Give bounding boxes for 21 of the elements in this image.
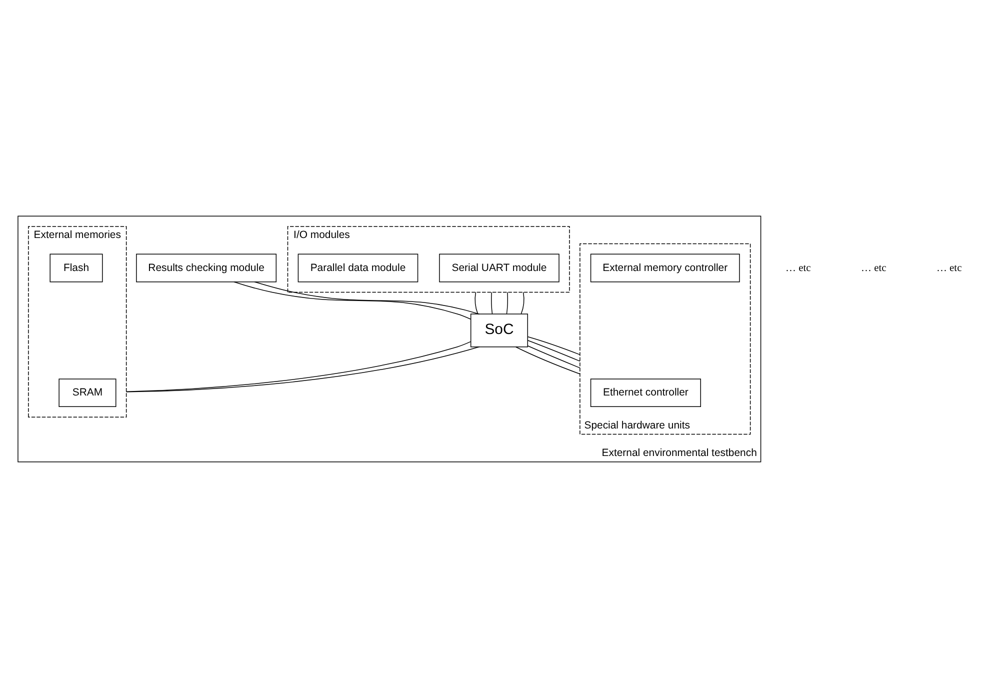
node-box: Ethernet controller xyxy=(590,378,700,406)
connector xyxy=(506,291,508,314)
connector xyxy=(233,281,470,319)
connector xyxy=(526,340,580,362)
node-box: SRAM xyxy=(58,378,116,406)
connector xyxy=(520,291,524,314)
connector xyxy=(474,291,478,314)
node-box: Parallel data module xyxy=(297,253,418,282)
node-box: Flash xyxy=(49,253,102,282)
node-box: External memory controller xyxy=(590,253,740,282)
label: … etc xyxy=(936,262,962,274)
node-box: SoC xyxy=(470,313,528,347)
connector xyxy=(526,345,580,368)
label: … etc xyxy=(785,262,810,274)
connector xyxy=(526,336,580,355)
connector xyxy=(490,291,492,314)
connector xyxy=(254,281,480,314)
node-box: Results checking module xyxy=(136,253,276,282)
node-box: Serial UART module xyxy=(438,253,559,282)
connector xyxy=(515,346,580,374)
label: … etc xyxy=(860,262,886,274)
